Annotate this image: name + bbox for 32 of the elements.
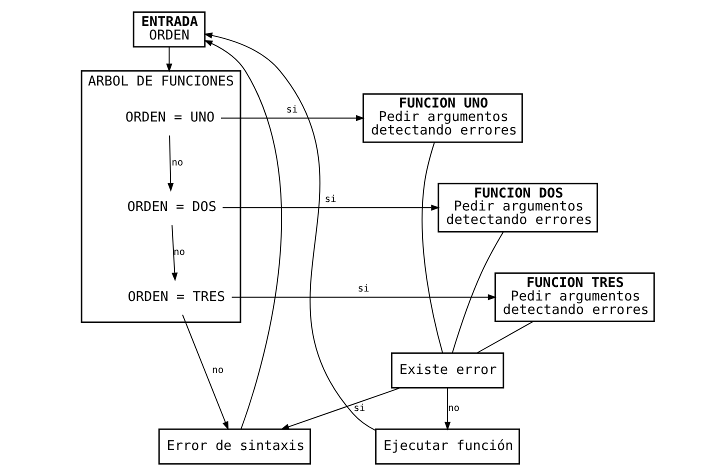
arrow xyxy=(166,46,172,72)
connector xyxy=(476,320,534,354)
node-box: Error de sintaxis xyxy=(158,428,312,465)
edge-label: no xyxy=(174,246,186,258)
arrow xyxy=(168,135,174,192)
node-text: ORDEN = UNO xyxy=(125,110,215,126)
arrow xyxy=(182,314,229,430)
edge-label: no xyxy=(212,364,224,376)
arrow xyxy=(444,387,451,431)
node-text: ORDEN = TRES xyxy=(128,288,226,305)
arrow xyxy=(231,294,497,300)
node-box: FUNCION DOS Pedir argumentos detectando errores xyxy=(438,182,598,232)
node-box: ENTRADA ORDEN xyxy=(132,11,206,48)
arrow xyxy=(280,387,401,430)
arrow xyxy=(220,115,365,122)
connector xyxy=(422,142,444,354)
edge-label: no xyxy=(448,402,460,414)
arrow xyxy=(204,40,282,430)
edge-label: si xyxy=(358,283,370,294)
edge-label: si xyxy=(324,194,336,205)
node-box: FUNCION TRES Pedir argumentos detectando errores xyxy=(494,272,655,322)
edge-label: si xyxy=(354,402,366,414)
arrow xyxy=(222,204,440,211)
node-box: Ejecutar función xyxy=(375,428,520,465)
arrow xyxy=(172,224,178,282)
edge-label: no xyxy=(172,157,184,168)
arrow xyxy=(204,32,376,431)
edge-label: si xyxy=(286,104,298,116)
node-text: ORDEN = DOS xyxy=(127,199,217,216)
node-box: Existe error xyxy=(390,352,504,388)
node-box: FUNCION UNO Pedir argumentos detectando errores xyxy=(362,93,523,143)
connector xyxy=(452,232,504,354)
